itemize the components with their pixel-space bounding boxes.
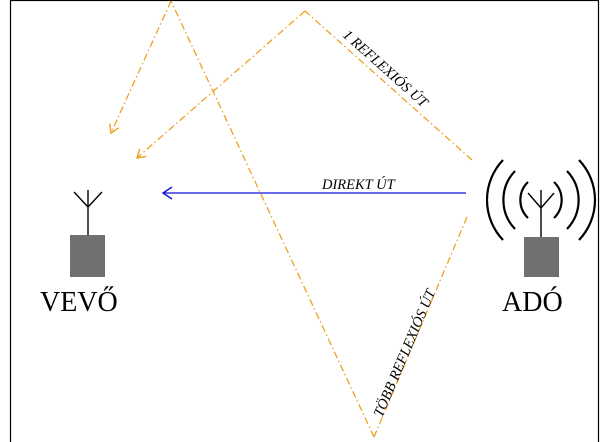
antenna-icon [70, 190, 105, 277]
transmitter-body [524, 237, 559, 277]
multi-reflection-path [109, 0, 468, 438]
diagram-frame [9, 0, 600, 442]
signal-waves [485, 159, 597, 241]
direct-path-label: DIREKT ÚT [321, 176, 396, 193]
transmitter-label: ADÓ [502, 287, 563, 318]
multi-reflection-label: TÖBB REFLEXIÓS ÚT [370, 286, 440, 420]
single-reflection-label: 1 REFLEXIÓS ÚT [339, 26, 432, 111]
receiver-label: VEVŐ [40, 287, 118, 318]
radiating-antenna-icon [485, 159, 597, 277]
single-reflection-path [136, 10, 473, 161]
receiver-body [70, 235, 105, 277]
